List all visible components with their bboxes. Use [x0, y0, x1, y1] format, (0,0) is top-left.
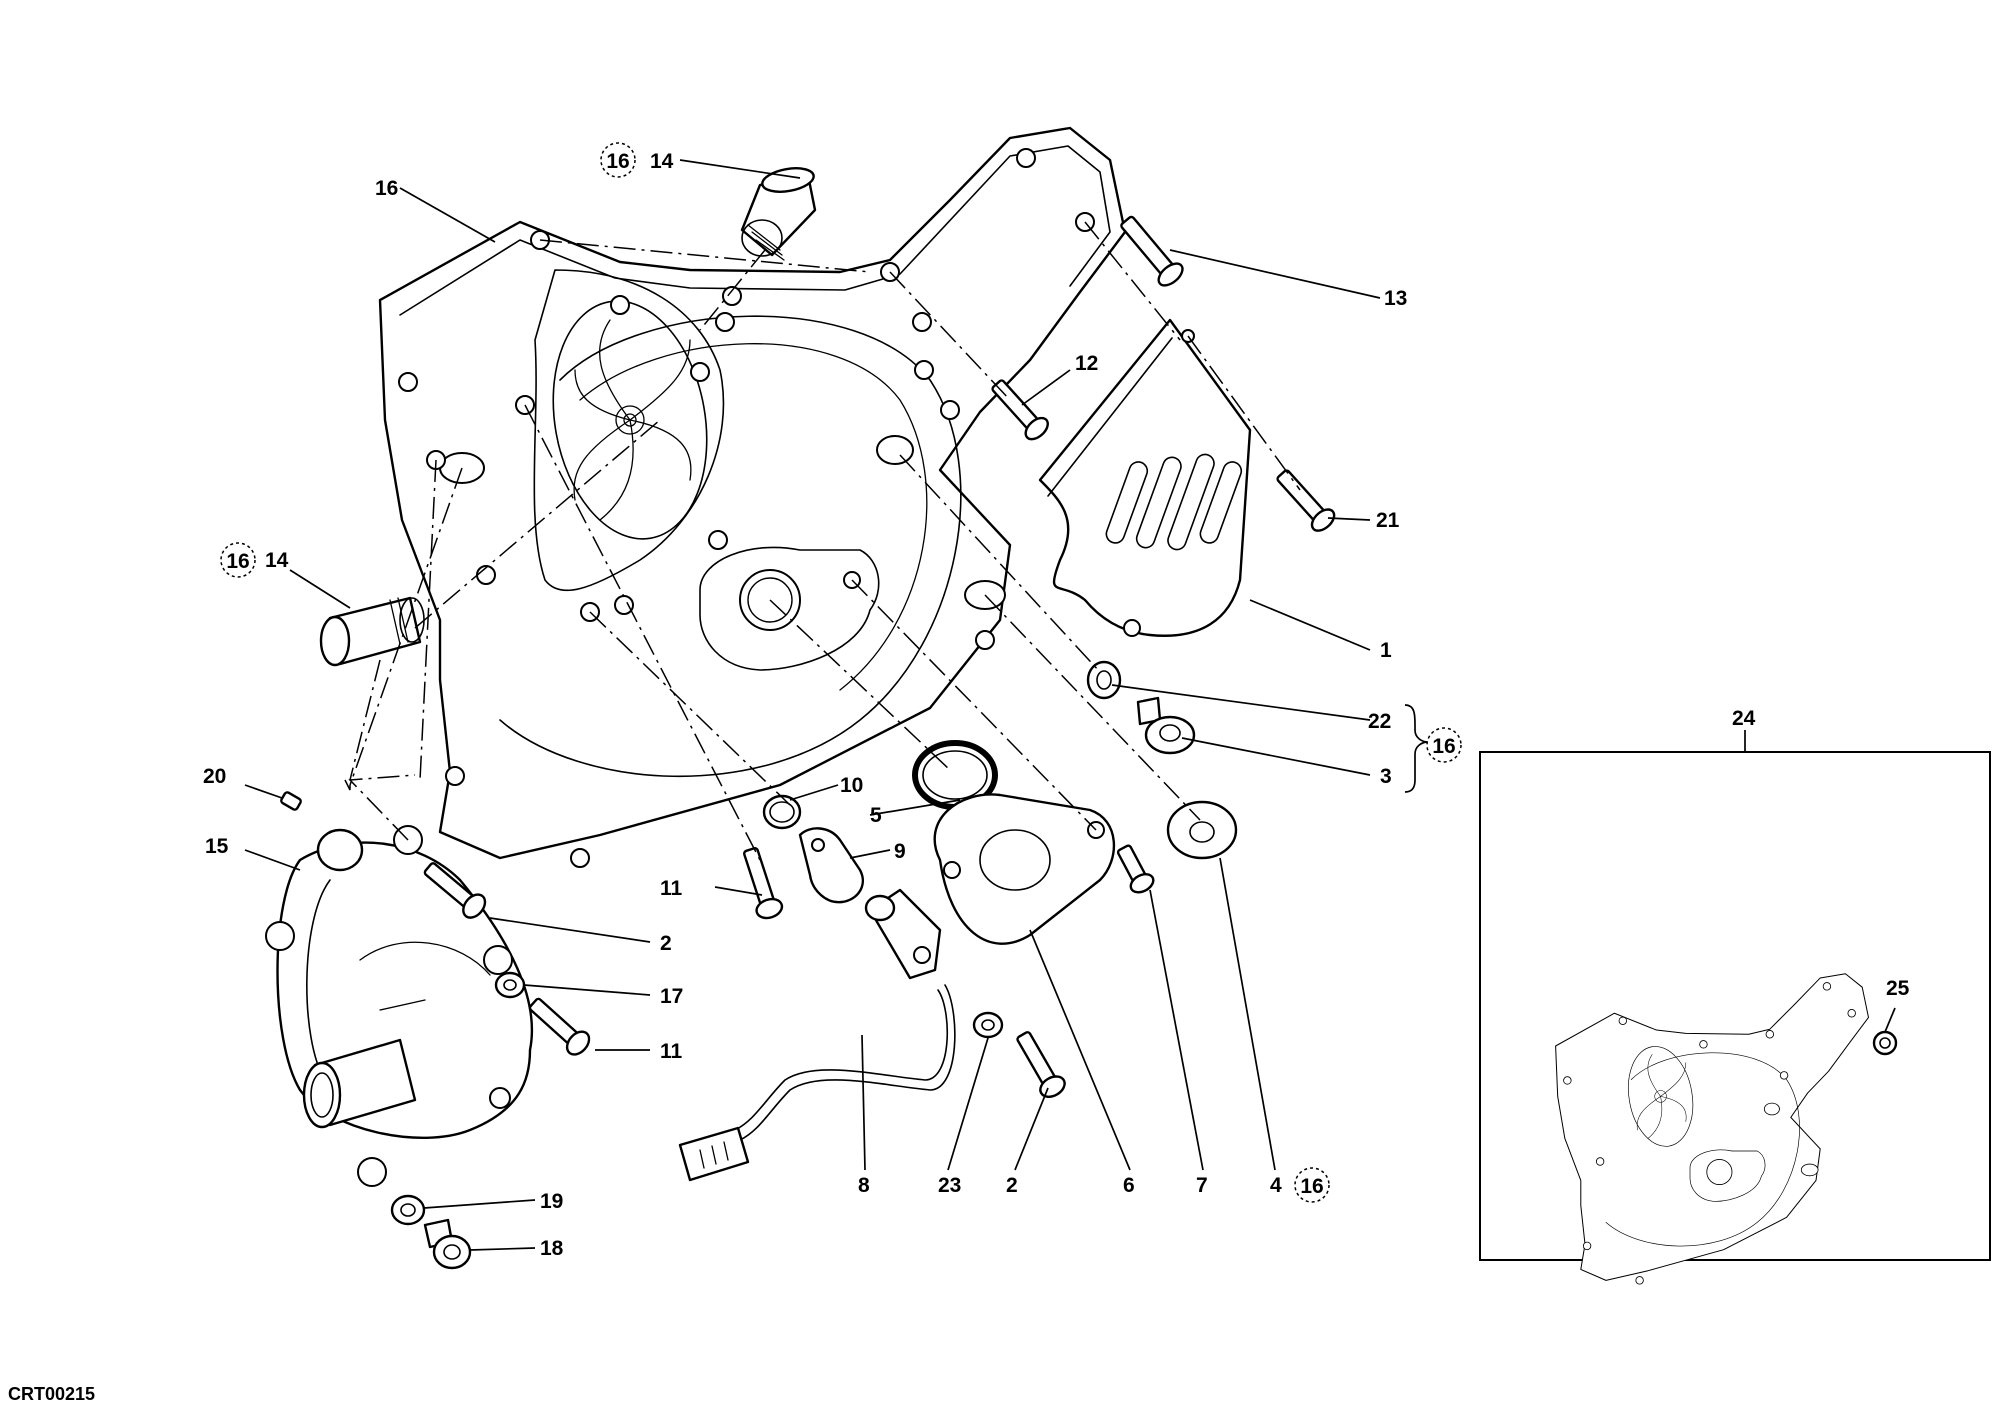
callout-11-center: 11: [660, 877, 683, 900]
water-pump-cover-drawing: [265, 825, 534, 1187]
callout-20: 20: [203, 765, 226, 788]
callout-16: 16: [375, 177, 398, 200]
callout-19: 19: [540, 1190, 563, 1213]
svg-text:16: 16: [1300, 1175, 1323, 1198]
callout-23: 23: [938, 1174, 961, 1197]
callout-14-left: 14: [265, 549, 289, 572]
callout-1: 1: [1380, 639, 1392, 662]
circled-references: 16 16 16 16: [220, 142, 1462, 1203]
drawing-code: CRT00215: [8, 1384, 95, 1404]
inset-frame: [1479, 751, 1991, 1261]
callout-labels: 1 2 2 3 4 5 6 7 8 9 10 11 11 12 13 14 14…: [203, 150, 1910, 1260]
callout-9: 9: [894, 840, 906, 863]
callout-7: 7: [1196, 1174, 1208, 1197]
callout-24: 24: [1732, 707, 1756, 730]
callout-13: 13: [1384, 287, 1407, 310]
callout-5: 5: [870, 804, 882, 827]
callout-18: 18: [540, 1237, 564, 1260]
callout-2-bottom: 2: [1006, 1174, 1018, 1197]
callout-4: 4: [1270, 1174, 1282, 1197]
callout-2-left: 2: [660, 932, 672, 955]
clutch-side-cover-drawing: [378, 126, 1127, 868]
ref-circle-top: 16: [600, 142, 636, 178]
callout-6: 6: [1123, 1174, 1135, 1197]
brace-22-3: [1404, 704, 1429, 793]
svg-text:16: 16: [606, 150, 629, 173]
ref-circle-left: 16: [220, 542, 256, 578]
callout-3: 3: [1380, 765, 1392, 788]
callout-12: 12: [1075, 352, 1098, 375]
ref-circle-bottom: 16: [1294, 1167, 1330, 1203]
callout-21: 21: [1376, 509, 1400, 532]
callout-15: 15: [205, 835, 229, 858]
ref-circle-brace: 16: [1426, 727, 1462, 763]
svg-text:16: 16: [226, 550, 249, 573]
callout-10: 10: [840, 774, 863, 797]
leader-lines: [244, 159, 1896, 1251]
svg-text:16: 16: [1432, 735, 1455, 758]
callout-11-left: 11: [660, 1040, 683, 1063]
small-parts: [280, 167, 1336, 1270]
callout-22: 22: [1368, 710, 1391, 733]
callout-25: 25: [1886, 977, 1910, 1000]
sprocket-cover-drawing: [1038, 318, 1252, 637]
callout-17: 17: [660, 985, 683, 1008]
inset-panel: [1479, 751, 1991, 1285]
assembly-center-lines: [344, 221, 1301, 861]
callout-14-top: 14: [650, 150, 674, 173]
callout-8: 8: [858, 1174, 870, 1197]
